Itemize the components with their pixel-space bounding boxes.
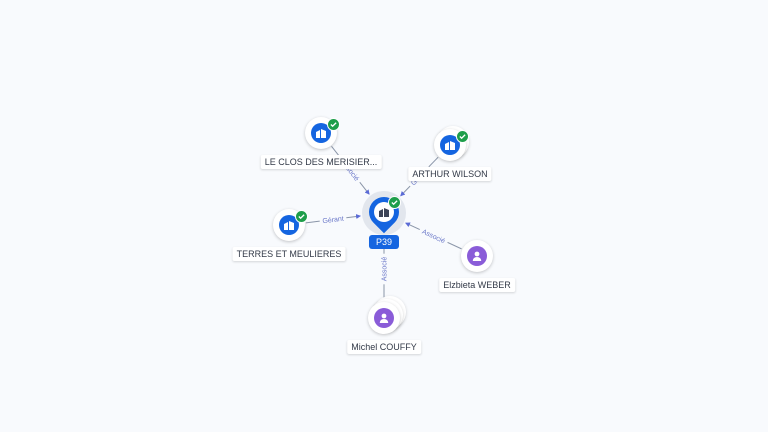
edge-label-bg xyxy=(379,253,388,285)
node-label: Elzbieta WEBER xyxy=(439,278,515,292)
node-label: ARTHUR WILSON xyxy=(408,167,492,181)
edge-label-bg xyxy=(418,225,450,247)
verified-check-icon xyxy=(327,118,340,131)
node-label: LE CLOS DES MERISIER... xyxy=(260,155,382,169)
center-node-label: P39 xyxy=(368,235,400,249)
person-icon xyxy=(467,246,487,266)
person-icon xyxy=(374,308,394,328)
building-icon xyxy=(440,135,460,155)
verified-check-icon xyxy=(388,196,401,209)
edge-label-terres: Gérant xyxy=(322,216,344,226)
building-icon xyxy=(311,123,331,143)
node-label: Michel COUFFY xyxy=(347,340,421,354)
node-label: TERRES ET MEULIERES xyxy=(232,247,346,261)
edge-label-bg xyxy=(319,212,347,226)
verified-check-icon xyxy=(295,210,308,223)
verified-check-icon xyxy=(456,130,469,143)
building-icon xyxy=(279,215,299,235)
edge-label-michel: Associé xyxy=(382,257,389,282)
